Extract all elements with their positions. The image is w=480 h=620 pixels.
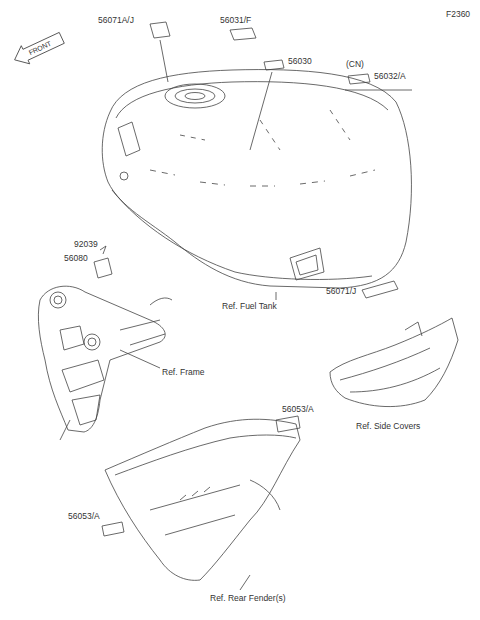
front-arrow	[10, 29, 66, 69]
direction-label: FRONT	[28, 40, 53, 57]
frame	[38, 286, 172, 440]
leader-line	[250, 72, 272, 150]
callout-number: 92039	[74, 240, 98, 249]
callout-number: 56080	[64, 254, 88, 263]
callout-number: 56053/A	[68, 512, 100, 521]
figure-number: F2360	[446, 10, 470, 19]
bracket-line	[345, 90, 412, 91]
part-name: Ref. Rear Fender(s)	[210, 594, 286, 603]
callout-number: 56071/J	[326, 287, 356, 296]
leader-line	[120, 350, 160, 368]
decal	[150, 22, 170, 38]
part-name: Ref. Frame	[162, 368, 205, 377]
part-name: Ref. Side Covers	[356, 422, 420, 431]
callout-number: 56071A/J	[98, 16, 134, 25]
decal	[348, 74, 370, 84]
decal	[94, 258, 112, 278]
leader-line	[240, 575, 250, 590]
decal	[264, 60, 284, 70]
callout-number: 56031/F	[220, 16, 251, 25]
leader-arrow	[100, 246, 106, 254]
callout-number: 56053/A	[282, 405, 314, 414]
fuel-tank	[102, 70, 411, 288]
callout-number: 56030	[288, 57, 312, 66]
rear-fender	[105, 419, 300, 580]
callout-number: 56032/A	[374, 72, 406, 81]
leader-line	[160, 40, 168, 82]
decal	[230, 28, 256, 40]
decal	[362, 281, 398, 298]
leader-line	[276, 292, 277, 300]
region-note: (CN)	[346, 60, 364, 69]
part-name: Ref. Fuel Tank	[222, 302, 277, 311]
side-covers	[330, 318, 458, 407]
decal	[102, 522, 124, 536]
decal	[276, 416, 300, 432]
